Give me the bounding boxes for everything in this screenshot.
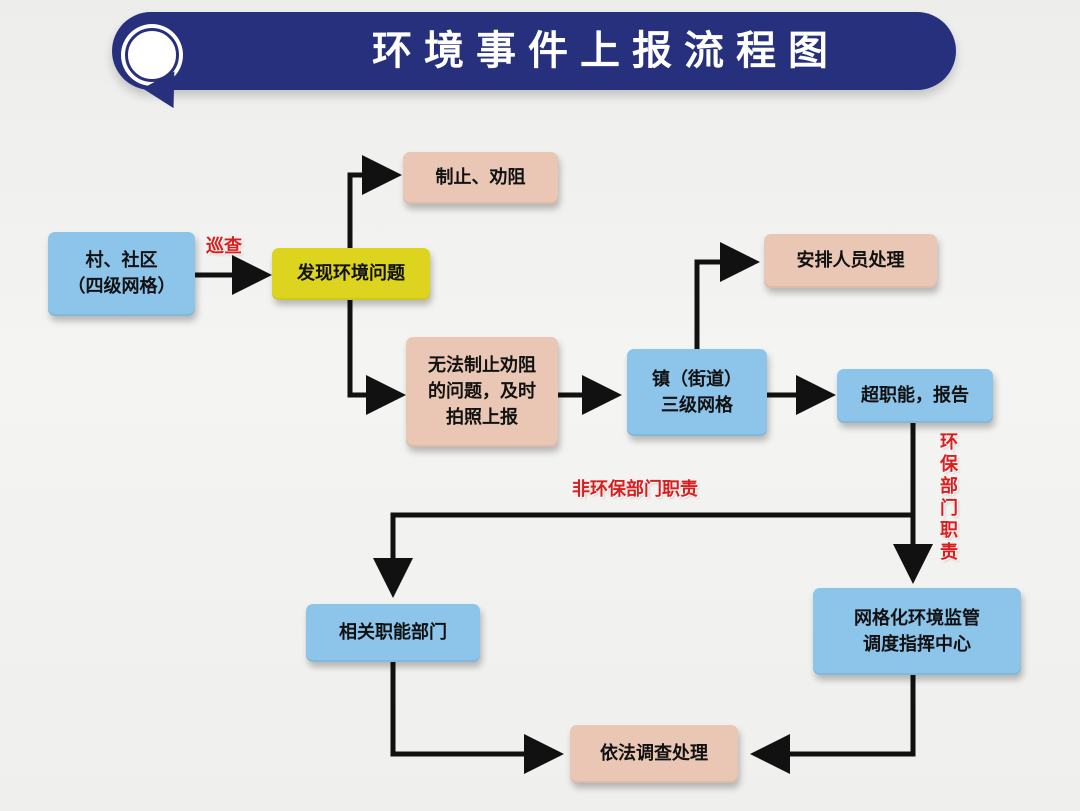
node-beyond: 超职能，报告: [837, 369, 993, 423]
node-unable: 无法制止劝阻 的问题，及时 拍照上报: [406, 337, 558, 447]
ring-icon: [125, 28, 179, 82]
node-investigate: 依法调查处理: [570, 725, 738, 783]
arrow-town-to-assign: [694, 242, 760, 349]
node-village: 村、社区 （四级网格）: [48, 232, 195, 316]
label-patrol: 巡查: [206, 236, 242, 257]
arrow-center-to-investigate: [750, 675, 916, 774]
node-discover: 发现环境问题: [272, 248, 430, 300]
node-stop: 制止、劝阻: [403, 152, 558, 204]
arrow-discover-to-stop: [347, 155, 402, 248]
title-banner: 环境事件上报流程图: [112, 12, 956, 90]
label-env-duty: 环 保 部 门 职 责: [940, 432, 958, 563]
arrow-discover-to-unable: [347, 300, 406, 415]
node-related: 相关职能部门: [306, 604, 480, 662]
node-assign: 安排人员处理: [764, 234, 937, 288]
node-center: 网格化环境监管 调度指挥中心: [813, 588, 1021, 675]
node-town: 镇（街道） 三级网格: [627, 349, 767, 436]
label-non-env-duty: 非环保部门职责: [572, 479, 698, 500]
page-title: 环境事件上报流程图: [372, 28, 840, 74]
arrow-branch-to-related: [373, 512, 913, 598]
arrow-related-to-investigate: [390, 662, 564, 774]
